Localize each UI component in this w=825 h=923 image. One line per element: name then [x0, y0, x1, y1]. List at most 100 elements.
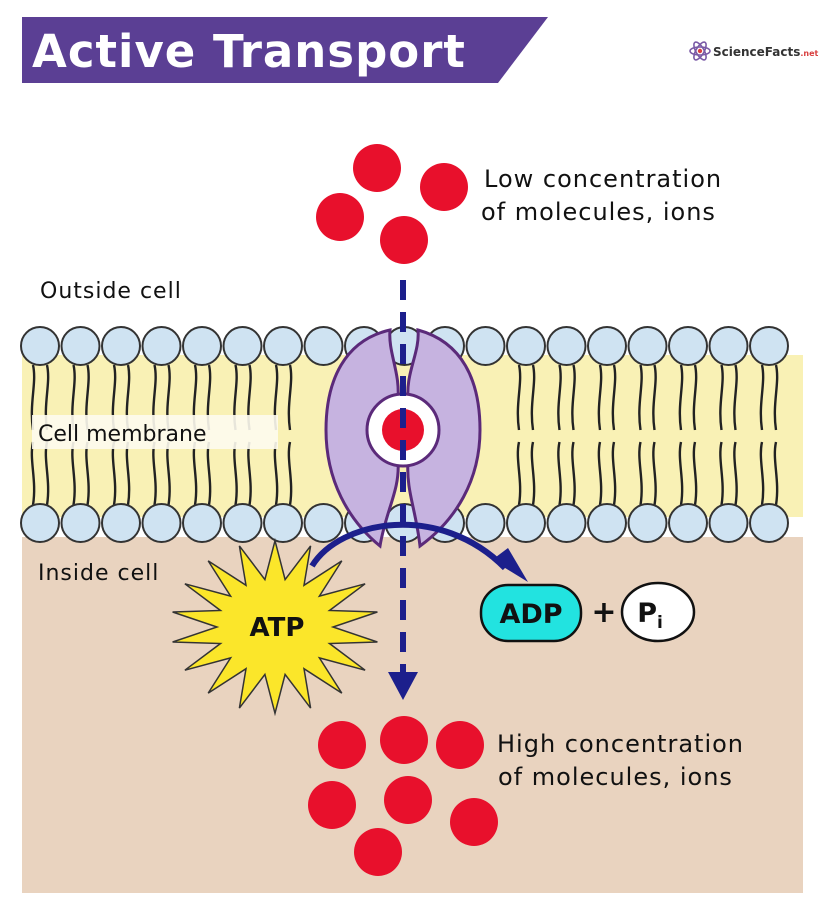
phospholipid-head [668, 326, 708, 366]
molecule [380, 716, 428, 764]
molecule [436, 721, 484, 769]
lipid-tail [719, 364, 724, 431]
page-title: Active Transport [32, 25, 466, 78]
lipid-tail [719, 441, 724, 506]
phospholipid-head [708, 326, 749, 366]
phospholipid-head [60, 503, 101, 543]
lipid-tail [733, 441, 738, 506]
high-concentration-molecules [308, 716, 498, 876]
molecule [420, 163, 468, 211]
lipid-tail [638, 441, 643, 506]
phospholipid-head [182, 326, 222, 366]
phospholipid-head [141, 503, 182, 543]
phospholipid-head [506, 503, 546, 543]
lipid-tail [759, 364, 765, 431]
phospholipid-heads [20, 326, 789, 543]
atom-icon [689, 41, 711, 61]
phosphate-label: Pi [637, 598, 663, 633]
lipid-tail [530, 441, 536, 506]
phospholipid-head [506, 326, 546, 366]
carrier-protein [324, 327, 482, 549]
phospholipid-head [303, 503, 344, 543]
lipid-tail [773, 364, 779, 431]
phospholipid-head [20, 326, 60, 366]
phospholipid-head [627, 503, 668, 543]
lipid-tail [678, 441, 684, 506]
title-banner [22, 17, 548, 83]
phosphate-badge: Pi [620, 581, 696, 643]
membrane-label: Cell membrane [38, 422, 206, 447]
phospholipid-head [20, 503, 60, 543]
logo-suffix: .net [800, 49, 818, 58]
lipid-tail [557, 441, 562, 506]
molecule [384, 776, 432, 824]
lipid-tail [678, 364, 684, 431]
cytoplasm-region [22, 537, 803, 893]
molecule [380, 216, 428, 264]
atp-burst: ATP [172, 537, 378, 717]
atp-starburst-shape [172, 537, 378, 717]
lipid-tail [597, 364, 603, 431]
lipid-tail [287, 441, 293, 506]
phospholipid-head [749, 326, 789, 366]
lipid-tail [611, 364, 617, 431]
phospholipid-head [182, 503, 222, 543]
phospholipid-head [60, 326, 101, 366]
phospholipid-head [101, 503, 141, 543]
lipid-tail [638, 364, 643, 431]
lipid-tail [516, 441, 522, 506]
low-concentration-label-line2: of molecules, ions [481, 198, 716, 226]
low-concentration-molecules [316, 144, 468, 264]
membrane-label-backdrop [32, 415, 278, 449]
phosphate-circle [620, 581, 696, 643]
bound-molecule [382, 409, 424, 451]
adp-badge: ADP [479, 583, 583, 643]
phospholipid-head [263, 326, 303, 366]
phospholipid-head [303, 326, 344, 366]
sciencefacts-logo: ScienceFacts.net [689, 41, 819, 61]
lipid-tail [652, 364, 657, 431]
molecule [318, 721, 366, 769]
lipid-tail [652, 441, 657, 506]
lipid-tail [530, 364, 536, 431]
lipid-tail [571, 364, 576, 431]
carrier-protein-right-half [406, 327, 482, 549]
phosphate-subscript: i [657, 613, 663, 633]
molecule [354, 828, 402, 876]
carrier-protein-left-half [324, 328, 400, 549]
adp-pill [479, 583, 583, 643]
atp-label: ATP [250, 613, 305, 643]
logo-text: ScienceFacts.net [713, 45, 819, 59]
phospholipid-head [101, 326, 141, 366]
phospholipid-head [587, 503, 627, 543]
lipid-tail [733, 364, 738, 431]
atp-hydrolysis-arrow [309, 521, 508, 571]
phospholipid-head [668, 503, 708, 543]
phospholipid-head [708, 503, 749, 543]
lipid-tail [773, 441, 779, 506]
lipid-tail [516, 364, 522, 431]
molecule [308, 781, 356, 829]
phospholipid-head [222, 503, 263, 543]
plus-sign: + [591, 595, 616, 630]
molecule [450, 798, 498, 846]
phospholipid-head [263, 503, 303, 543]
phospholipid-head [546, 503, 587, 543]
phospholipid-head [546, 326, 587, 366]
lipid-tail [692, 441, 698, 506]
lipid-tail [571, 441, 576, 506]
phospholipid-head [749, 503, 789, 543]
phospholipid-head [222, 326, 263, 366]
outside-cell-label: Outside cell [40, 279, 182, 304]
lipid-tail [557, 364, 562, 431]
molecule [316, 193, 364, 241]
high-concentration-label-line1: High concentration [497, 730, 744, 758]
high-concentration-label-line2: of molecules, ions [498, 763, 733, 791]
molecule [353, 144, 401, 192]
low-concentration-label-line1: Low concentration [484, 165, 722, 193]
phospholipid-head [587, 326, 627, 366]
lipid-tail [287, 364, 293, 431]
phospholipid-head [141, 326, 182, 366]
